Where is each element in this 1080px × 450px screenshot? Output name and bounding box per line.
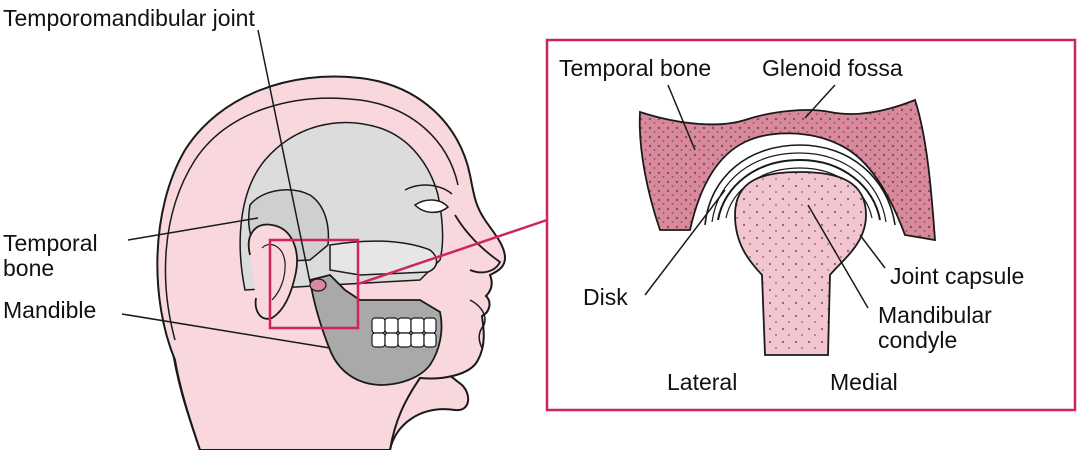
label-mandible: Mandible (3, 297, 97, 323)
label-temporomandibular-joint: Temporomandibular joint (3, 5, 255, 31)
label-lateral: Lateral (667, 369, 738, 395)
head-leader-lines (121, 29, 331, 349)
eye (413, 199, 450, 214)
head-illustration (156, 75, 507, 450)
label-temporal-bone-inset: Temporal bone (559, 55, 712, 81)
label-joint-capsule: Joint capsule (890, 263, 1025, 289)
ear (247, 223, 298, 320)
zoom-connector (357, 218, 548, 286)
zygomatic-bone (329, 240, 438, 276)
inset-disk (717, 158, 881, 221)
inset-joint-capsule (704, 144, 896, 226)
skull-outer-contour (164, 97, 459, 341)
label-medial: Medial (830, 369, 898, 395)
leader-glenoid-fossa (804, 84, 836, 119)
leader-disk (644, 189, 726, 296)
label-temporal-bone-head: Temporal bone (3, 231, 98, 281)
label-temporal-bone-head-line1: Temporal (3, 230, 98, 256)
label-glenoid-fossa: Glenoid fossa (762, 55, 903, 81)
label-disk: Disk (583, 284, 628, 310)
label-mandibular-condyle: Mandibular condyle (878, 303, 992, 353)
label-mandibular-condyle-line1: Mandibular (878, 302, 992, 328)
lips (469, 299, 486, 349)
leader-temporal-bone (127, 217, 259, 241)
leader-tmj (257, 29, 311, 283)
label-temporal-bone-head-line2: bone (3, 255, 55, 281)
leader-mandibular-condyle (807, 204, 869, 309)
teeth (371, 317, 437, 348)
leader-inset-temporal-bone (667, 84, 696, 151)
leader-mandible (121, 313, 331, 349)
inset-leader-lines (644, 84, 886, 309)
condyle-marker (309, 278, 327, 292)
leader-joint-capsule (859, 234, 886, 269)
nose (454, 214, 502, 274)
label-mandibular-condyle-line2: condyle (878, 327, 958, 353)
inset-panel (545, 38, 1077, 412)
